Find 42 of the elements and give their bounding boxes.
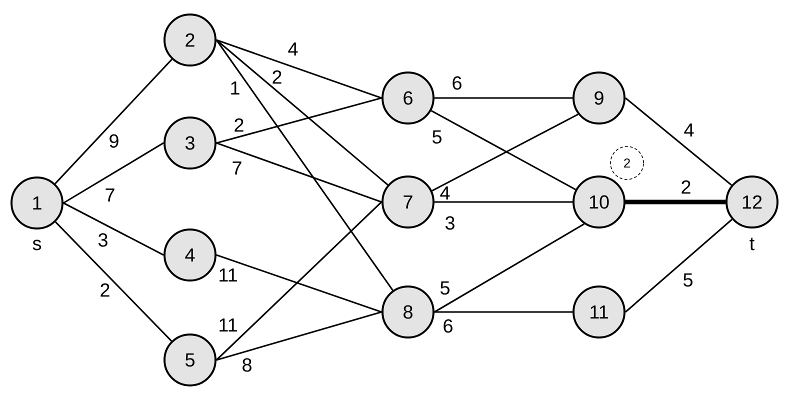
- edge-line: [625, 97, 732, 186]
- edge-label: 5: [440, 281, 450, 295]
- edge-line: [434, 97, 572, 99]
- edge-label: 3: [98, 233, 108, 247]
- edge-label: 7: [106, 188, 114, 202]
- edge-label: 2: [682, 180, 690, 194]
- edge-label: 3: [445, 216, 454, 230]
- edge-line: [624, 218, 733, 313]
- edge-label: 4: [440, 186, 450, 200]
- edge-label: 2: [272, 70, 282, 84]
- edge-label: 6: [444, 319, 452, 333]
- edge-label: 8: [242, 358, 252, 372]
- edge-line: [434, 223, 585, 313]
- edge-line: [216, 97, 382, 144]
- edge-line: [626, 200, 726, 204]
- edge-label: 2: [234, 118, 244, 132]
- edge-line: [216, 39, 388, 186]
- edge-line: [434, 311, 572, 313]
- edge-label: 9: [110, 134, 118, 148]
- edge-label: 4: [684, 123, 694, 137]
- node-caption: s: [32, 240, 42, 250]
- edge-line: [216, 311, 382, 361]
- edge-line: [216, 39, 382, 99]
- edge-line: [216, 201, 382, 361]
- edge-label: 11: [220, 268, 237, 282]
- edge-line: [63, 142, 164, 204]
- edge-label: 7: [232, 161, 242, 175]
- edge-label: 2: [100, 283, 110, 297]
- edge-label: 11: [220, 318, 237, 332]
- edge-line: [54, 58, 172, 184]
- edge-label: 4: [288, 42, 298, 56]
- edge-label: 5: [683, 273, 692, 287]
- edge-line: [216, 142, 382, 203]
- edge-line: [63, 202, 164, 256]
- node-caption: t: [750, 238, 755, 250]
- edge-line: [216, 40, 394, 291]
- edge-line: [216, 254, 382, 313]
- edge-line: [54, 221, 172, 342]
- edge-label: 6: [452, 76, 462, 90]
- edge-label: 1: [231, 81, 240, 95]
- edge-label: 5: [432, 130, 442, 144]
- edge-line: [434, 201, 572, 203]
